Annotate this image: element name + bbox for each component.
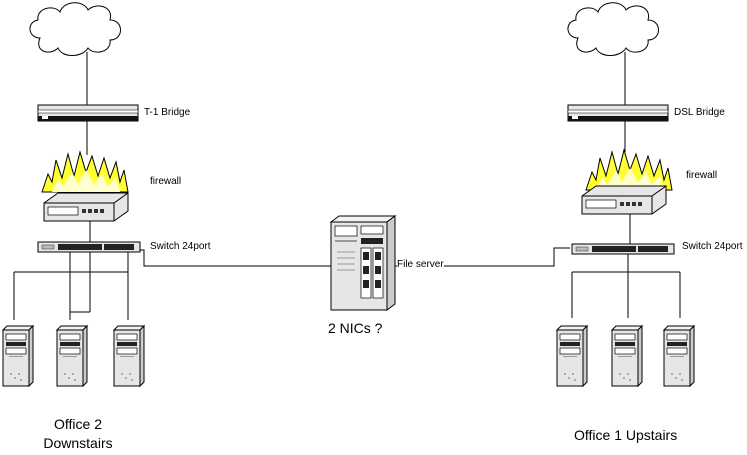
cloud-icon-right: [567, 2, 659, 56]
dsl-bridge-label: DSL Bridge: [674, 107, 725, 118]
office1-label: Office 1 Upstairs: [574, 427, 678, 443]
switch-label-left: Switch 24port: [150, 241, 211, 252]
firewall-flame-icon-right: [585, 149, 673, 191]
bridge-icon-left: [37, 104, 139, 122]
workstation-icon-left-1: [2, 325, 34, 387]
switch-icon-right: [571, 243, 675, 255]
firewall-label-right: firewall: [686, 170, 718, 181]
nics-question-label: 2 NICs ?: [328, 320, 383, 336]
bridge-icon-right: [567, 104, 669, 122]
firewall-icon-left: [43, 192, 129, 222]
firewall-label-left: firewall: [150, 176, 182, 187]
server-tower-icon: [330, 215, 396, 311]
switch-icon-left: [37, 241, 141, 253]
office2-label-line1: Office 2: [54, 416, 102, 432]
file-server-label: File server: [397, 259, 444, 270]
workstation-icon-right-2: [611, 325, 643, 387]
t1-bridge-label: T-1 Bridge: [144, 107, 191, 118]
switch-label-right: Switch 24port: [682, 241, 743, 252]
firewall-flame-icon-left: [41, 151, 129, 193]
office2-label-line2: Downstairs: [43, 435, 113, 451]
workstation-icon-right-1: [556, 325, 588, 387]
cloud-icon-left: [29, 2, 121, 56]
workstation-icon-left-2: [56, 325, 88, 387]
firewall-icon-right: [581, 185, 667, 215]
workstation-icon-right-3: [663, 325, 695, 387]
workstation-icon-left-3: [113, 325, 145, 387]
